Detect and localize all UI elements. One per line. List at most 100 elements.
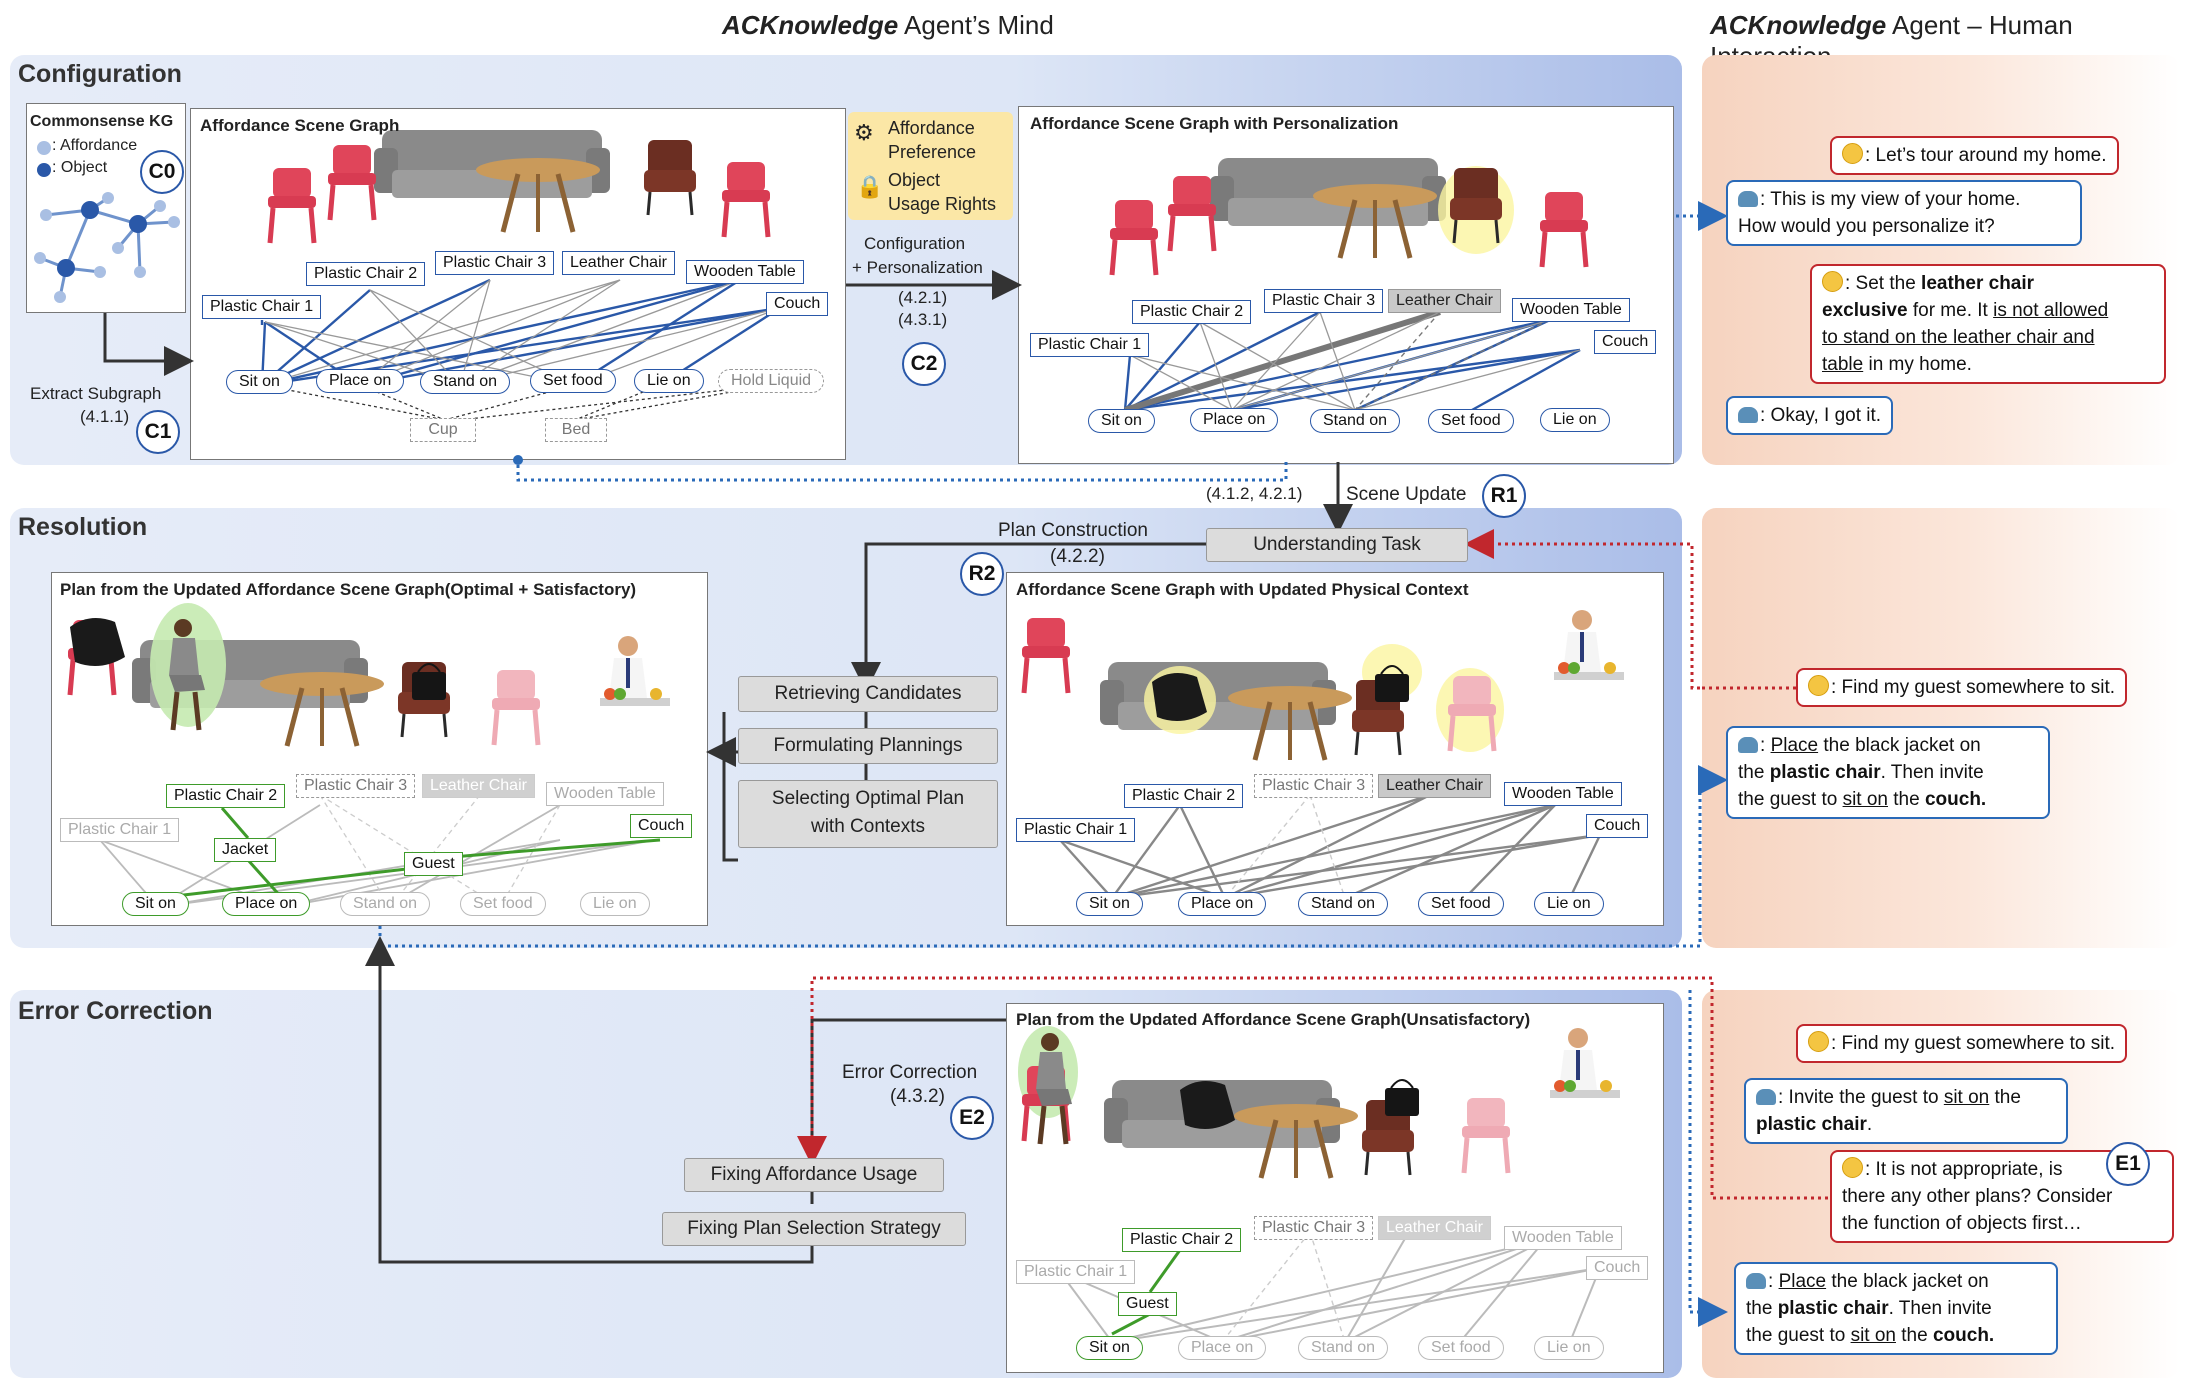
extract-label: Extract Subgraph [30, 384, 162, 403]
unsat-aff-sit-on: Sit on [1076, 1336, 1143, 1360]
unsat-aff-lie-on: Lie on [1534, 1336, 1604, 1360]
plan-node-plastic-chair-3: Plastic Chair 3 [296, 774, 416, 798]
chat-user-find-seat-2: : Find my guest somewhere to sit. [1796, 1024, 2128, 1063]
smiley-icon [1822, 271, 1843, 292]
physical-aff-place-on: Place on [1178, 892, 1267, 916]
plan-node-plastic-chair-1: Plastic Chair 1 [60, 818, 180, 842]
config-label-1: Configuration [864, 234, 966, 253]
asg-aff-set-food: Set food [530, 369, 616, 393]
lock-icon: 🔒 [856, 174, 884, 199]
asg-aff-sit-on: Sit on [226, 370, 293, 394]
tag-r2: R2 [960, 552, 1004, 596]
asg-node-bed: Bed [545, 418, 607, 442]
plan-node-leather-chair: Leather Chair [422, 774, 535, 798]
physical-aff-stand-on: Stand on [1298, 892, 1389, 916]
unsat-node-wooden-table: Wooden Table [1504, 1226, 1622, 1250]
kg-legend-affordance: : Affordance [52, 137, 138, 154]
plan-aff-stand-on: Stand on [340, 892, 431, 916]
plan-aff-place-on: Place on [222, 892, 311, 916]
personal-aff-sit-on: Sit on [1088, 409, 1155, 433]
robot-icon [1738, 407, 1758, 423]
physical-node-couch: Couch [1586, 814, 1649, 838]
physical-aff-set-food: Set food [1418, 892, 1504, 916]
unsat-node-plastic-chair-2: Plastic Chair 2 [1122, 1228, 1242, 1252]
plan-aff-set-food: Set food [460, 892, 546, 916]
asg-node-plastic-chair-3: Plastic Chair 3 [435, 251, 555, 275]
unsat-node-leather-chair: Leather Chair [1378, 1216, 1491, 1240]
personal-node-leather-chair: Leather Chair [1388, 289, 1501, 313]
asg-node-plastic-chair-1: Plastic Chair 1 [202, 295, 322, 319]
smiley-icon [1808, 675, 1829, 696]
physical-aff-sit-on: Sit on [1076, 892, 1143, 916]
physical-aff-lie-on: Lie on [1534, 892, 1604, 916]
extract-ref: (4.1.1) [80, 407, 130, 426]
unsat-aff-set-food: Set food [1418, 1336, 1504, 1360]
plan-node-couch: Couch [630, 814, 693, 838]
plan-construction-label: Plan Construction [998, 520, 1148, 541]
physical-node-wooden-table: Wooden Table [1504, 782, 1622, 806]
physical-title: Affordance Scene Graph with Updated Phys… [1016, 580, 1469, 599]
step-understanding-task: Understanding Task [1206, 528, 1468, 562]
physical-node-leather-chair: Leather Chair [1378, 774, 1491, 798]
scene-update-label: Scene Update [1346, 484, 1467, 505]
personal-node-plastic-chair-2: Plastic Chair 2 [1132, 300, 1252, 324]
error-correction-ref: (4.3.2) [890, 1086, 945, 1107]
config-ref-1: (4.2.1) [898, 288, 948, 307]
gear-icon: ⚙ [854, 120, 874, 145]
asg-node-plastic-chair-2: Plastic Chair 2 [306, 262, 426, 286]
unsat-aff-stand-on: Stand on [1298, 1336, 1389, 1360]
asg-node-couch: Couch [766, 292, 829, 316]
optimal-plan-title: Plan from the Updated Affordance Scene G… [60, 580, 637, 599]
unsat-node-guest: Guest [1118, 1292, 1177, 1316]
plan-aff-sit-on: Sit on [122, 892, 189, 916]
unsat-node-couch: Couch [1586, 1256, 1649, 1280]
physical-node-plastic-chair-2: Plastic Chair 2 [1124, 784, 1244, 808]
plan-node-jacket: Jacket [214, 838, 277, 862]
personal-node-couch: Couch [1594, 330, 1657, 354]
smiley-icon [1842, 1157, 1863, 1178]
personal-title: Affordance Scene Graph with Personalizat… [1030, 114, 1399, 133]
step-retrieving-candidates: Retrieving Candidates [738, 676, 998, 712]
asg-aff-hold-liquid: Hold Liquid [718, 369, 825, 393]
tag-c2: C2 [902, 342, 946, 386]
plan-node-plastic-chair-2: Plastic Chair 2 [166, 784, 286, 808]
plan-aff-lie-on: Lie on [580, 892, 650, 916]
unsat-aff-place-on: Place on [1178, 1336, 1267, 1360]
asg-aff-stand-on: Stand on [420, 370, 511, 394]
personal-aff-stand-on: Stand on [1310, 409, 1401, 433]
asg-node-leather-chair: Leather Chair [562, 251, 675, 275]
personal-node-wooden-table: Wooden Table [1512, 298, 1630, 322]
asg-node-wooden-table: Wooden Table [686, 260, 804, 284]
personal-aff-place-on: Place on [1190, 408, 1279, 432]
asg-title: Affordance Scene Graph [200, 116, 400, 135]
config-ref-2: (4.3.1) [898, 310, 948, 329]
config-label-2: + Personalization [852, 258, 983, 277]
smiley-icon [1842, 143, 1863, 164]
unsat-node-plastic-chair-1: Plastic Chair 1 [1016, 1260, 1136, 1284]
step-fixing-affordance-usage: Fixing Affordance Usage [684, 1158, 944, 1192]
personal-node-plastic-chair-3: Plastic Chair 3 [1264, 289, 1384, 313]
tag-c1: C1 [136, 410, 180, 454]
personal-aff-lie-on: Lie on [1540, 408, 1610, 432]
asg-node-cup: Cup [410, 418, 476, 442]
robot-icon [1738, 737, 1758, 753]
section-error-correction: Error Correction [18, 997, 213, 1025]
chat-user-tour: : Let’s tour around my home. [1830, 136, 2119, 175]
physical-node-plastic-chair-3: Plastic Chair 3 [1254, 774, 1374, 798]
personal-node-plastic-chair-1: Plastic Chair 1 [1030, 333, 1150, 357]
error-correction-label: Error Correction [842, 1062, 978, 1083]
chat-agent-view: : This is my view of your home.How would… [1726, 180, 2082, 246]
robot-icon [1756, 1089, 1776, 1105]
unsat-node-plastic-chair-3: Plastic Chair 3 [1254, 1216, 1374, 1240]
asg-aff-lie-on: Lie on [634, 369, 704, 393]
asg-aff-place-on: Place on [316, 369, 405, 393]
chat-agent-got-it: : Okay, I got it. [1726, 396, 1894, 435]
